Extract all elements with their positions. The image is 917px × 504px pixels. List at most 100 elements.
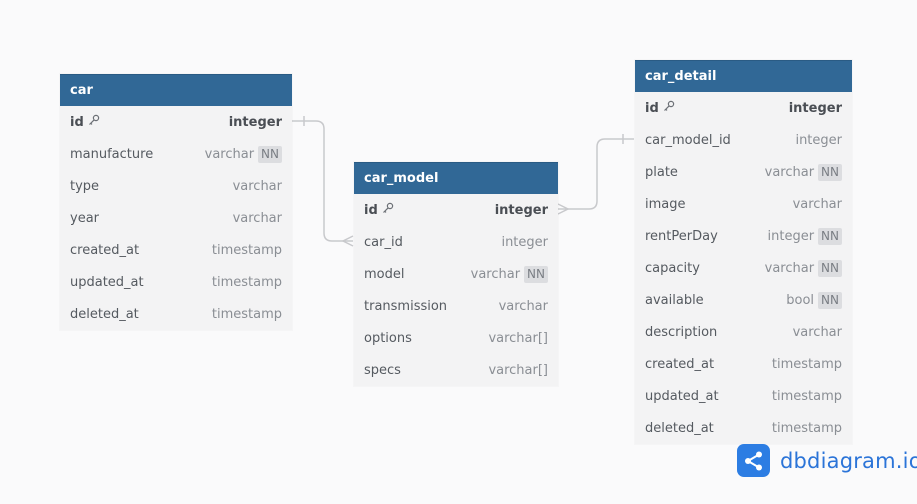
- field-type-wrap: timestamp: [212, 275, 282, 290]
- field-row-car-year[interactable]: year varchar: [60, 202, 292, 234]
- field-name-wrap: transmission: [364, 299, 447, 314]
- field-name: capacity: [645, 260, 700, 276]
- field-row-car-model-specs[interactable]: specs varchar[]: [354, 354, 558, 386]
- primary-key-icon: [663, 100, 675, 116]
- field-row-car-deleted-at[interactable]: deleted_at timestamp: [60, 298, 292, 330]
- field-name-wrap: capacity: [645, 261, 700, 276]
- field-type: varchar[]: [488, 362, 548, 378]
- field-type: integer: [501, 234, 548, 250]
- field-type-wrap: timestamp: [772, 389, 842, 404]
- field-row-car-detail-image[interactable]: image varchar: [635, 188, 852, 220]
- field-type-wrap: varchar: [793, 197, 842, 212]
- field-row-car-detail-description[interactable]: description varchar: [635, 316, 852, 348]
- table-header-car-detail[interactable]: car_detail: [635, 60, 852, 92]
- field-type: varchar: [232, 210, 282, 226]
- field-type: varchar: [204, 146, 255, 162]
- share-nodes-icon: [737, 444, 770, 477]
- field-name: options: [364, 330, 412, 346]
- field-type: timestamp: [771, 420, 842, 436]
- field-type-wrap: varchar: [499, 299, 548, 314]
- primary-key-icon: [88, 114, 100, 130]
- field-type-wrap: varchar: [233, 179, 282, 194]
- field-name-wrap: updated_at: [70, 275, 144, 290]
- field-name-wrap: manufacture: [70, 147, 153, 162]
- field-type: timestamp: [211, 306, 282, 322]
- field-name-wrap: rentPerDay: [645, 229, 718, 244]
- field-type-wrap: timestamp: [772, 421, 842, 436]
- field-name: deleted_at: [645, 420, 714, 436]
- field-name: specs: [364, 362, 401, 378]
- brand-name: dbdiagram.io: [780, 448, 917, 473]
- table-header-car[interactable]: car: [60, 74, 292, 106]
- field-type-wrap: integer: [501, 235, 548, 250]
- field-type-wrap: timestamp: [772, 357, 842, 372]
- field-name-wrap: deleted_at: [645, 421, 714, 436]
- field-row-car-detail-deleted-at[interactable]: deleted_at timestamp: [635, 412, 852, 444]
- field-name-wrap: id: [70, 114, 100, 130]
- field-name-wrap: description: [645, 325, 717, 340]
- field-name-wrap: plate: [645, 165, 678, 180]
- field-name: transmission: [364, 298, 448, 314]
- field-type: varchar: [764, 164, 815, 180]
- field-row-car-model-transmission[interactable]: transmission varchar: [354, 290, 558, 322]
- field-row-car-detail-id[interactable]: id integer: [635, 92, 852, 124]
- field-type: varchar: [498, 298, 548, 314]
- field-type: integer: [767, 228, 815, 244]
- relation-car-to-car-model[interactable]: [292, 116, 354, 247]
- field-name: id: [70, 114, 84, 130]
- field-type-wrap: timestamp: [212, 243, 282, 258]
- field-name: id: [364, 202, 378, 218]
- dbdiagram-brand[interactable]: dbdiagram.io: [737, 444, 917, 477]
- primary-key-icon: [382, 202, 394, 218]
- not-null-badge: NN: [818, 163, 842, 181]
- not-null-badge: NN: [818, 227, 842, 245]
- field-row-car-updated-at[interactable]: updated_at timestamp: [60, 266, 292, 298]
- field-row-car-type[interactable]: type varchar: [60, 170, 292, 202]
- field-name-wrap: options: [364, 331, 412, 346]
- not-null-badge: NN: [258, 145, 282, 163]
- field-type-wrap: timestamp: [212, 307, 282, 322]
- field-type: timestamp: [211, 242, 282, 258]
- table-header-car-model[interactable]: car_model: [354, 162, 558, 194]
- field-row-car-id[interactable]: id integer: [60, 106, 292, 138]
- field-name: image: [645, 196, 686, 212]
- field-type: integer: [795, 132, 842, 148]
- field-type-wrap: integer: [789, 101, 842, 116]
- field-name: type: [70, 178, 100, 194]
- many-cardinality-marker: [341, 235, 354, 247]
- many-cardinality-marker: [557, 203, 570, 215]
- field-type-wrap: varchar: [793, 325, 842, 340]
- field-type: integer: [788, 100, 842, 116]
- relation-car-model-to-car-detail[interactable]: [557, 134, 634, 215]
- field-name: plate: [645, 164, 678, 180]
- field-name: deleted_at: [70, 306, 139, 322]
- field-name-wrap: id: [645, 100, 675, 116]
- field-type: varchar: [470, 266, 521, 282]
- field-name-wrap: specs: [364, 363, 401, 378]
- field-type: varchar: [792, 196, 842, 212]
- field-name-wrap: deleted_at: [70, 307, 139, 322]
- field-row-car-model-options[interactable]: options varchar[]: [354, 322, 558, 354]
- field-type-wrap: integer: [229, 115, 282, 130]
- field-name-wrap: year: [70, 211, 99, 226]
- field-type: varchar[]: [488, 330, 548, 346]
